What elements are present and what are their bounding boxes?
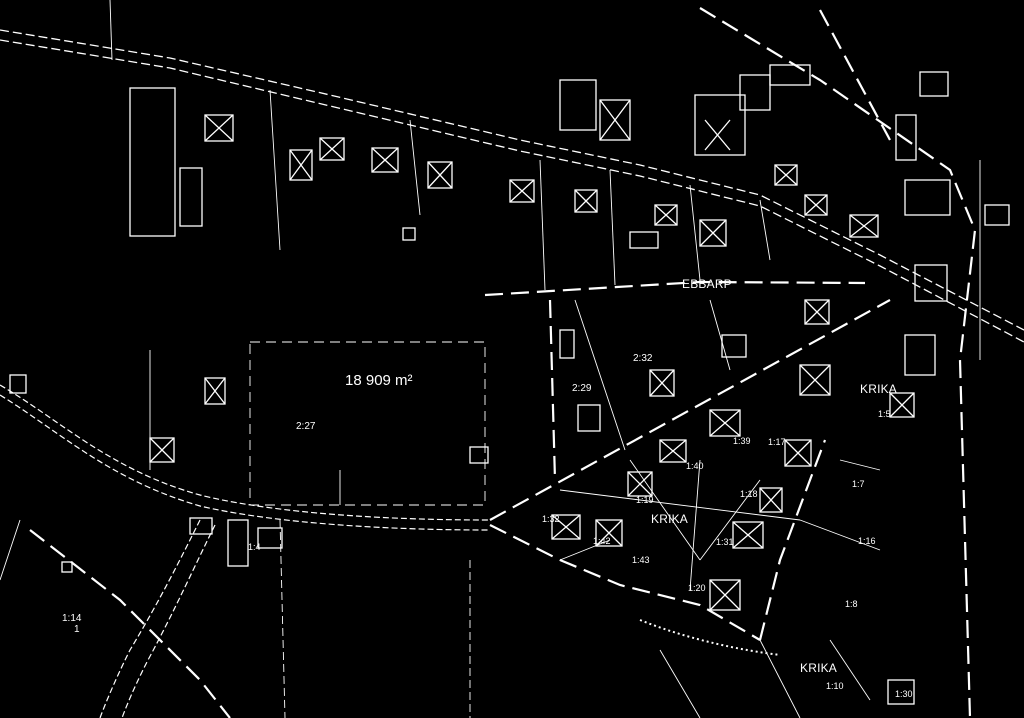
building xyxy=(699,219,727,247)
building xyxy=(889,392,915,418)
building xyxy=(984,204,1010,226)
building xyxy=(289,149,313,181)
building xyxy=(149,437,175,463)
building xyxy=(257,527,283,549)
building xyxy=(799,364,831,396)
building xyxy=(739,74,771,111)
building xyxy=(774,164,798,186)
building xyxy=(804,299,830,325)
building xyxy=(427,161,453,189)
building xyxy=(887,679,915,705)
place-label-krika-east: KRIKA xyxy=(860,382,898,396)
building xyxy=(204,114,234,142)
buildings xyxy=(9,64,1010,705)
parcel-label: 1:18 xyxy=(740,489,758,499)
parcel-label: 1:40 xyxy=(686,461,704,471)
parcel-label: 1:43 xyxy=(632,555,650,565)
building xyxy=(849,214,879,238)
building xyxy=(599,99,631,141)
building xyxy=(895,114,917,161)
parcel-label: 1:30 xyxy=(895,689,913,699)
building xyxy=(509,179,535,203)
building xyxy=(469,446,489,464)
building xyxy=(371,147,399,173)
parcel-label: 1:10 xyxy=(826,681,844,691)
parcel-label: 1:7 xyxy=(852,479,865,489)
parcel-label: 1:17 xyxy=(768,437,786,447)
parcel-label: 2:27 xyxy=(296,421,316,432)
building xyxy=(402,227,416,241)
building xyxy=(179,167,203,227)
building xyxy=(61,561,73,573)
main-road xyxy=(0,29,1024,343)
building xyxy=(629,231,659,249)
parcel-label: 1:16 xyxy=(858,536,876,546)
place-label-krika-center: KRIKA xyxy=(651,512,689,526)
building xyxy=(189,517,213,535)
place-label-krika-south: KRIKA xyxy=(800,661,838,675)
parcel-label: 1:19 xyxy=(636,495,654,505)
building xyxy=(659,439,687,463)
parcel-label: 2:32 xyxy=(633,353,653,364)
building xyxy=(595,519,623,547)
building xyxy=(804,194,828,216)
parcel-label: 1:42 xyxy=(593,536,611,546)
building xyxy=(577,404,601,432)
place-label-ebbarp: EBBARP xyxy=(682,277,732,291)
parcel-label: 1:20 xyxy=(688,583,706,593)
parcel-label: 1:39 xyxy=(733,436,751,446)
building xyxy=(694,94,746,156)
secondary-road xyxy=(0,384,491,718)
parcel-label: 1:31 xyxy=(716,537,734,547)
boundary-lines xyxy=(29,7,977,718)
parcel-label: 1:4 xyxy=(248,542,261,552)
building xyxy=(709,579,741,611)
building xyxy=(129,87,176,237)
building xyxy=(551,514,581,540)
building xyxy=(627,471,653,497)
footpath xyxy=(639,619,781,656)
property-lines xyxy=(0,0,981,718)
building xyxy=(574,189,598,213)
building xyxy=(559,329,575,359)
parcel-label: 1:5 xyxy=(878,409,891,419)
parcel-label: 1:8 xyxy=(845,599,858,609)
building xyxy=(904,179,951,216)
building xyxy=(769,64,811,86)
building xyxy=(649,369,675,397)
building xyxy=(204,377,226,405)
building xyxy=(9,374,27,394)
building xyxy=(709,409,741,437)
area-label: 18 909 m² xyxy=(345,372,413,389)
building xyxy=(227,519,249,567)
parcel-label: 2:29 xyxy=(572,383,592,394)
building xyxy=(919,71,949,97)
building xyxy=(319,137,345,161)
building xyxy=(559,79,597,131)
building xyxy=(759,487,783,513)
parcel-label: 1:32 xyxy=(542,514,560,524)
building xyxy=(732,521,764,549)
parcel-label: 1 xyxy=(74,624,80,635)
building xyxy=(904,334,936,376)
building xyxy=(784,439,812,467)
parcel-label: 1:14 xyxy=(62,613,82,624)
building xyxy=(721,334,747,358)
building xyxy=(914,264,948,302)
building xyxy=(654,204,678,226)
